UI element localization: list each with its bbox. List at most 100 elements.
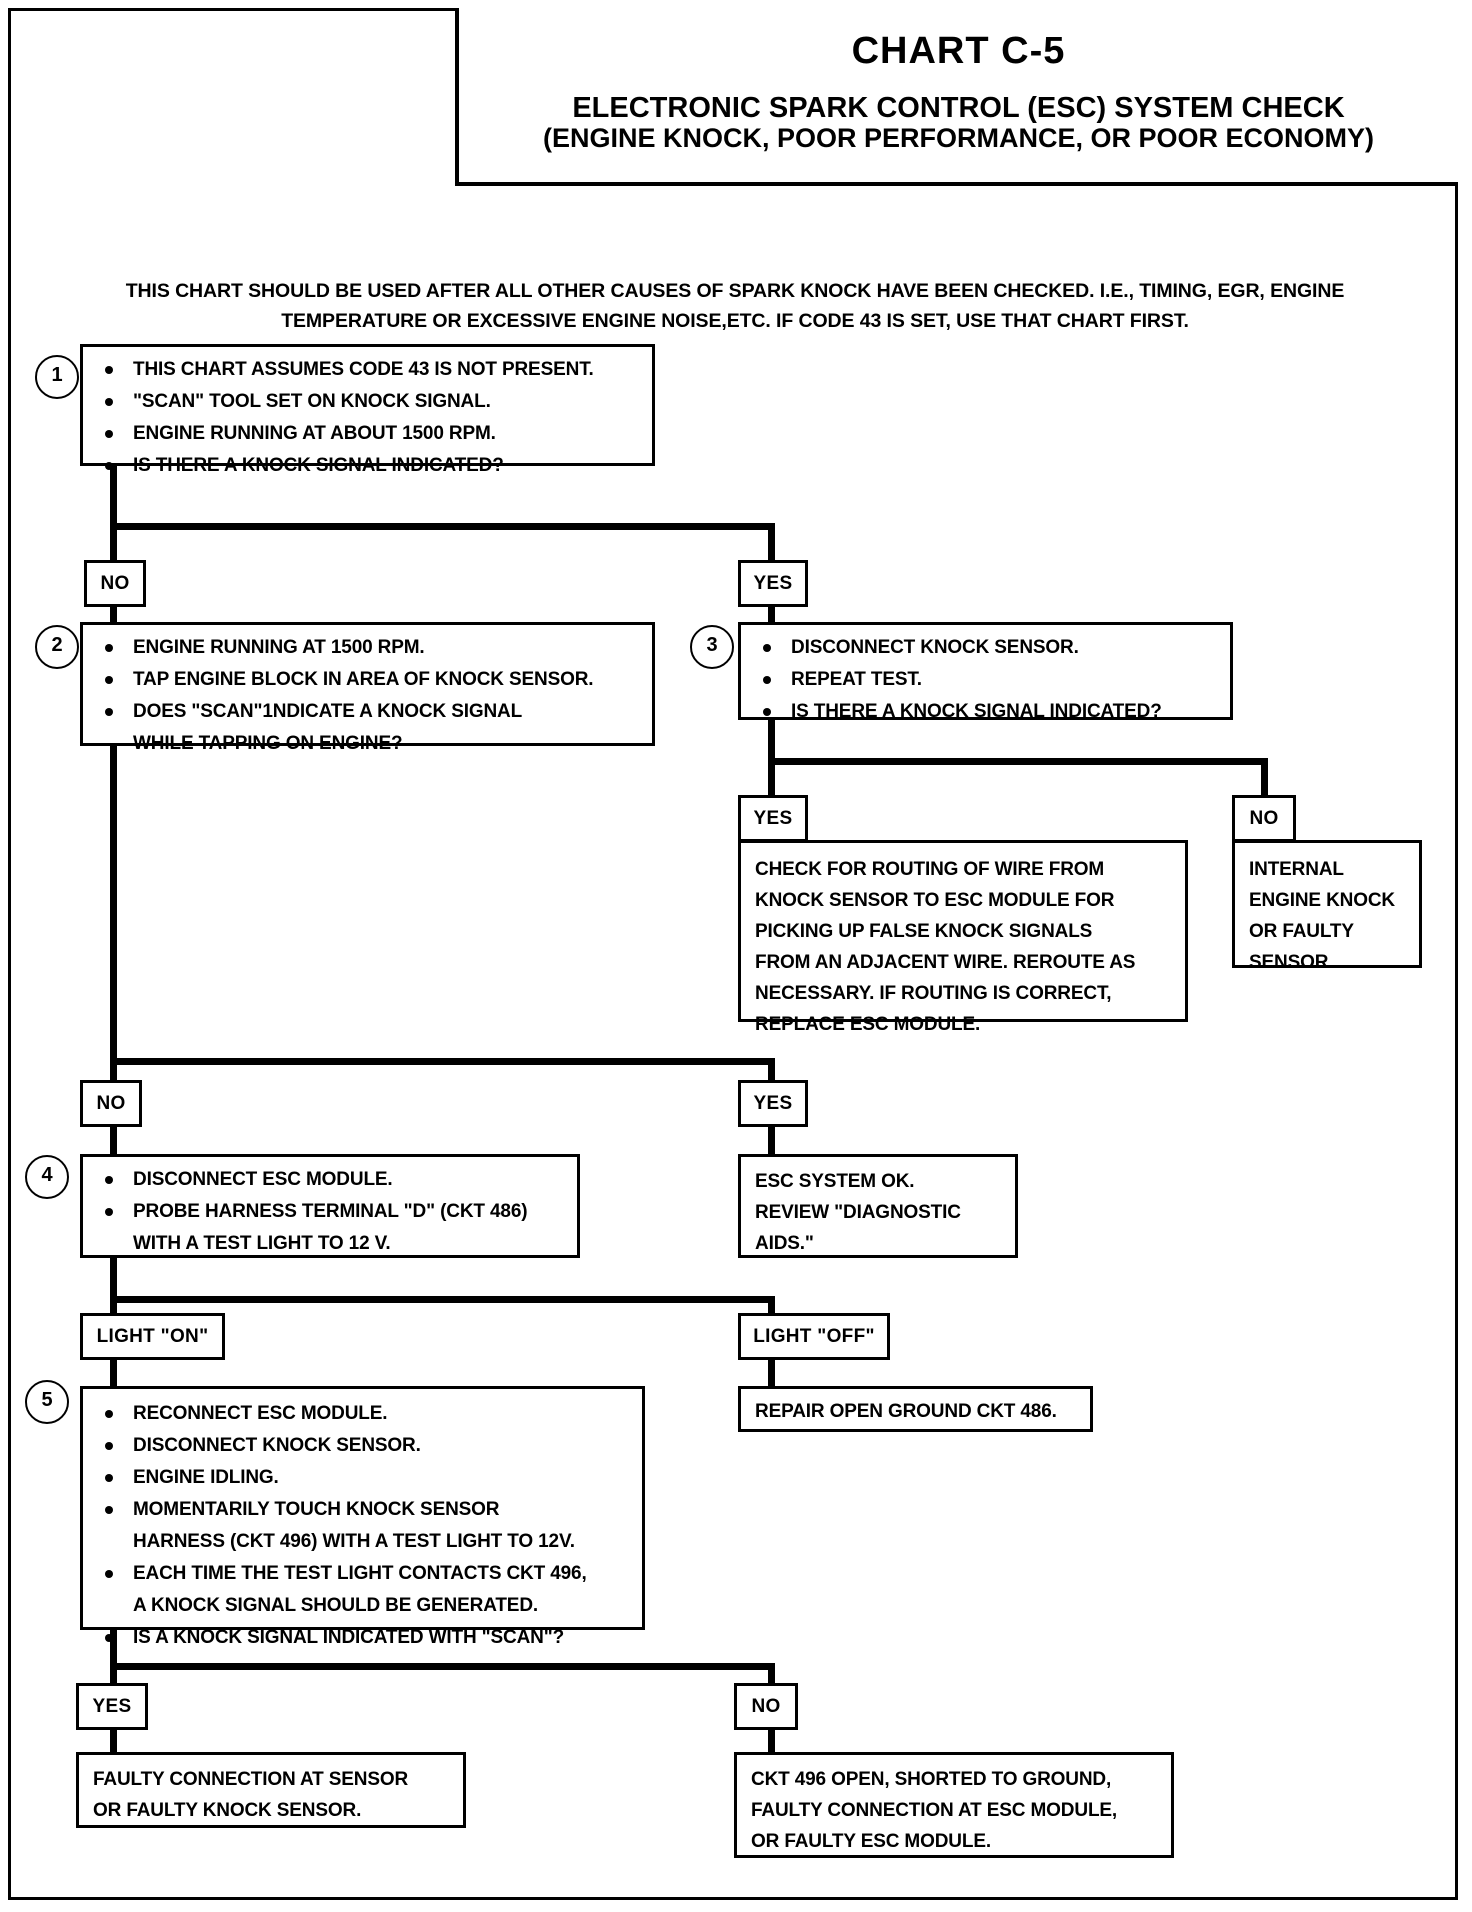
- step-number-1: 1: [35, 355, 79, 399]
- step-box-5: RECONNECT ESC MODULE. DISCONNECT KNOCK S…: [80, 1386, 645, 1648]
- ckt496-line-1: CKT 496 OPEN, SHORTED TO GROUND,: [751, 1769, 1112, 1790]
- step5-bullet-3: ENGINE IDLING.: [95, 1465, 630, 1492]
- step1-bullet-4: IS THERE A KNOCK SIGNAL INDICATED?: [95, 453, 640, 480]
- internal-knock-line-1: INTERNAL: [1249, 859, 1344, 880]
- branch-label-s2-yes: YES: [738, 1080, 808, 1127]
- chart-title: ELECTRONIC SPARK CONTROL (ESC) SYSTEM CH…: [572, 92, 1345, 124]
- routing-line-1: CHECK FOR ROUTING OF WIRE FROM: [755, 859, 1105, 880]
- line-s2-yes-down: [768, 1058, 775, 1088]
- line-s4-lightoff-down: [768, 1296, 775, 1321]
- ckt496-line-2: FAULTY CONNECTION AT ESC MODULE,: [751, 1799, 1118, 1821]
- step5-bullet-4: MOMENTARILY TOUCH KNOCK SENSOR: [95, 1497, 630, 1524]
- branch-label-s1-yes: YES: [738, 560, 808, 607]
- step-box-3: DISCONNECT KNOCK SENSOR. REPEAT TEST. IS…: [738, 622, 1233, 722]
- step2-bullet-3: DOES "SCAN"1NDICATE A KNOCK SIGNAL: [95, 699, 640, 726]
- line-lightoff-to-rep: [768, 1358, 775, 1388]
- internal-knock-line-4: SENSOR.: [1249, 951, 1334, 973]
- line-yes-to-s3: [768, 605, 775, 635]
- step3-bullet-1: DISCONNECT KNOCK SENSOR.: [753, 635, 1218, 662]
- step4-bullet-2: PROBE HARNESS TERMINAL "D" (CKT 486): [95, 1199, 565, 1226]
- step1-bullet-3: ENGINE RUNNING AT ABOUT 1500 RPM.: [95, 421, 640, 448]
- branch-label-light-off: LIGHT "OFF": [738, 1313, 890, 1360]
- routing-line-2: KNOCK SENSOR TO ESC MODULE FOR: [755, 889, 1115, 911]
- line-s2-no-down: [110, 1058, 117, 1088]
- line-no-to-s2: [110, 605, 117, 635]
- line-s3-no-down: [1261, 758, 1268, 803]
- intro-line-1: THIS CHART SHOULD BE USED AFTER ALL OTHE…: [125, 280, 1345, 302]
- internal-knock-line-2: ENGINE KNOCK: [1249, 889, 1395, 911]
- routing-line-4: FROM AN ADJACENT WIRE. REROUTE AS: [755, 951, 1136, 973]
- line-s4-lighton-down: [110, 1296, 117, 1321]
- line-s3-down: [768, 720, 775, 765]
- step5-bullet-6: IS A KNOCK SIGNAL INDICATED WITH "SCAN"?: [95, 1625, 630, 1652]
- line-s2-bus: [110, 1058, 775, 1065]
- step4-bullet-1: DISCONNECT ESC MODULE.: [95, 1167, 565, 1194]
- line-no-to-ckt496: [768, 1728, 775, 1756]
- internal-knock-line-3: OR FAULTY: [1249, 920, 1354, 942]
- step5-bullet-4-cont: HARNESS (CKT 496) WITH A TEST LIGHT TO 1…: [133, 1530, 575, 1552]
- line-s5-yes-down: [110, 1663, 117, 1691]
- line-yes-to-faulty: [110, 1728, 117, 1756]
- step-number-3: 3: [690, 625, 734, 669]
- step4-bullet-2-cont: WITH A TEST LIGHT TO 12 V.: [133, 1232, 391, 1254]
- line-s3-yes-down: [768, 758, 775, 803]
- line-s1-no-down: [110, 523, 117, 568]
- step2-bullet-1: ENGINE RUNNING AT 1500 RPM.: [95, 635, 640, 662]
- result-box-ckt496: CKT 496 OPEN, SHORTED TO GROUND, FAULTY …: [734, 1752, 1174, 1858]
- title-block: CHART C-5 ELECTRONIC SPARK CONTROL (ESC)…: [455, 8, 1458, 186]
- system-ok-line-2: REVIEW "DIAGNOSTIC: [755, 1201, 961, 1223]
- faulty-sensor-line-2: OR FAULTY KNOCK SENSOR.: [93, 1799, 362, 1821]
- line-s5-bus: [110, 1663, 775, 1670]
- step-box-1: THIS CHART ASSUMES CODE 43 IS NOT PRESEN…: [80, 344, 655, 476]
- step1-bullet-1: THIS CHART ASSUMES CODE 43 IS NOT PRESEN…: [95, 357, 640, 384]
- ckt496-line-3: OR FAULTY ESC MODULE.: [751, 1830, 991, 1852]
- branch-label-light-on: LIGHT "ON": [80, 1313, 225, 1360]
- step-number-4: 4: [25, 1155, 69, 1199]
- step3-bullet-3: IS THERE A KNOCK SIGNAL INDICATED?: [753, 699, 1218, 726]
- line-yes-to-ok: [768, 1125, 775, 1155]
- line-s4-bus: [110, 1296, 775, 1303]
- step5-bullet-2: DISCONNECT KNOCK SENSOR.: [95, 1433, 630, 1460]
- step5-bullet-1: RECONNECT ESC MODULE.: [95, 1401, 630, 1428]
- step5-bullet-5: EACH TIME THE TEST LIGHT CONTACTS CKT 49…: [95, 1561, 630, 1588]
- line-s3-bus: [768, 758, 1268, 765]
- line-s1-bus: [110, 523, 775, 530]
- step1-bullet-2: "SCAN" TOOL SET ON KNOCK SIGNAL.: [95, 389, 640, 416]
- routing-line-6: REPLACE ESC MODULE.: [755, 1013, 981, 1035]
- step2-bullet-3-cont: WHILE TAPPING ON ENGINE?: [133, 732, 403, 754]
- branch-label-s2-no: NO: [80, 1080, 142, 1127]
- repair-ground-line-1: REPAIR OPEN GROUND CKT 486.: [755, 1401, 1057, 1422]
- step3-bullet-2: REPEAT TEST.: [753, 667, 1218, 694]
- branch-label-s5-yes: YES: [76, 1683, 148, 1730]
- step-number-5: 5: [25, 1380, 69, 1424]
- step5-bullet-5-cont: A KNOCK SIGNAL SHOULD BE GENERATED.: [133, 1594, 539, 1616]
- line-s5-no-down: [768, 1663, 775, 1691]
- line-s1-yes-down: [768, 523, 775, 568]
- line-s5-down: [110, 1628, 117, 1670]
- line-no-to-s4: [110, 1125, 117, 1155]
- chart-id: CHART C-5: [851, 30, 1066, 72]
- routing-line-5: NECESSARY. IF ROUTING IS CORRECT,: [755, 982, 1112, 1004]
- chart-subtitle: (ENGINE KNOCK, POOR PERFORMANCE, OR POOR…: [542, 123, 1375, 154]
- result-box-system-ok: ESC SYSTEM OK. REVIEW "DIAGNOSTIC AIDS.": [738, 1154, 1018, 1258]
- system-ok-line-1: ESC SYSTEM OK.: [755, 1171, 915, 1192]
- line-s4-down: [110, 1258, 117, 1303]
- branch-label-s5-no: NO: [734, 1683, 798, 1730]
- step-number-2: 2: [35, 625, 79, 669]
- step-box-4: DISCONNECT ESC MODULE. PROBE HARNESS TER…: [80, 1154, 580, 1258]
- line-s1-down: [110, 465, 117, 530]
- intro-note: THIS CHART SHOULD BE USED AFTER ALL OTHE…: [80, 276, 1390, 336]
- branch-label-s3-no: NO: [1232, 795, 1296, 842]
- routing-line-3: PICKING UP FALSE KNOCK SIGNALS: [755, 920, 1093, 942]
- result-box-faulty-sensor: FAULTY CONNECTION AT SENSOR OR FAULTY KN…: [76, 1752, 466, 1828]
- result-box-routing: CHECK FOR ROUTING OF WIRE FROM KNOCK SEN…: [738, 840, 1188, 1035]
- result-box-internal-knock: INTERNAL ENGINE KNOCK OR FAULTY SENSOR.: [1232, 840, 1422, 973]
- branch-label-s3-yes: YES: [738, 795, 808, 842]
- line-lighton-to-s5: [110, 1358, 117, 1388]
- line-s2-down: [110, 745, 117, 1065]
- faulty-sensor-line-1: FAULTY CONNECTION AT SENSOR: [93, 1769, 409, 1790]
- system-ok-line-3: AIDS.": [755, 1232, 814, 1254]
- intro-line-2: TEMPERATURE OR EXCESSIVE ENGINE NOISE,ET…: [281, 310, 1189, 333]
- step2-bullet-2: TAP ENGINE BLOCK IN AREA OF KNOCK SENSOR…: [95, 667, 640, 694]
